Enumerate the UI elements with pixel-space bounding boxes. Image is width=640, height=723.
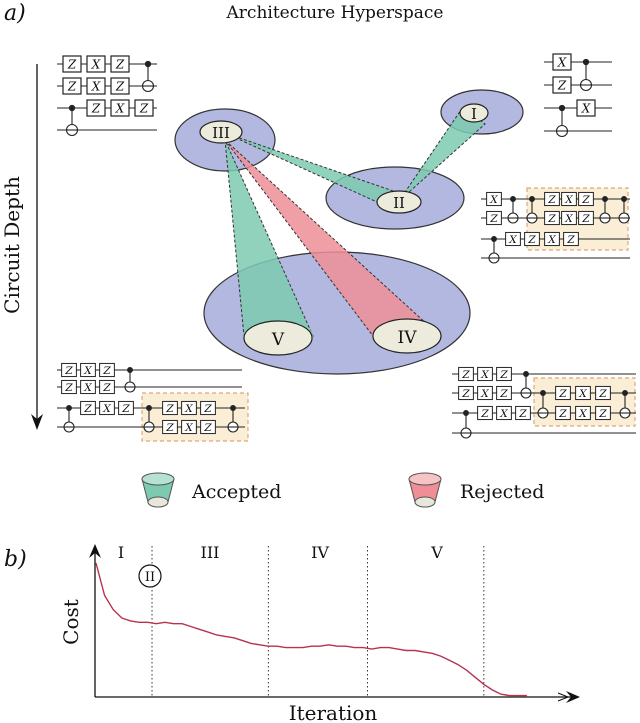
svg-text:Z: Z <box>115 80 125 94</box>
circuit-bottom-left <box>57 367 245 433</box>
svg-text:X: X <box>564 194 573 206</box>
svg-text:X: X <box>557 56 567 70</box>
phase-label-IV: IV <box>311 543 329 562</box>
svg-text:Z: Z <box>64 365 73 377</box>
svg-text:Z: Z <box>461 369 470 381</box>
svg-text:X: X <box>91 80 101 94</box>
svg-text:Z: Z <box>139 102 149 116</box>
svg-text:Z: Z <box>102 365 111 377</box>
svg-text:I: I <box>471 105 477 123</box>
svg-text:Z: Z <box>518 408 527 420</box>
circuit-top-left-gates: Z X Z Z X Z Z X Z <box>62 55 154 117</box>
node-IV: IV <box>372 318 442 354</box>
svg-text:IV: IV <box>398 328 418 348</box>
svg-text:Z: Z <box>489 213 498 225</box>
svg-text:Z: Z <box>598 388 607 400</box>
svg-text:Z: Z <box>203 422 212 434</box>
phase-label-V: V <box>430 543 443 562</box>
svg-text:Z: Z <box>558 388 567 400</box>
svg-text:II: II <box>145 570 155 585</box>
svg-text:X: X <box>547 234 556 246</box>
legend-accepted: Accepted <box>141 472 281 508</box>
circuit-mid-right-gates: X Z Z X Z Z X Z X Z X Z <box>486 191 594 247</box>
phase-boundaries <box>151 546 485 697</box>
circuit-bottom-right-gates: Z X Z Z X Z Z X Z Z X Z Z X Z <box>458 366 611 421</box>
rejected-label: Rejected <box>460 481 544 503</box>
svg-text:Z: Z <box>461 388 470 400</box>
svg-text:Z: Z <box>203 403 212 415</box>
svg-text:Z: Z <box>121 403 130 415</box>
svg-text:X: X <box>102 403 111 415</box>
circuit-top-right-gates: X Z X <box>552 53 596 117</box>
svg-text:X: X <box>578 388 587 400</box>
svg-text:X: X <box>581 102 591 116</box>
y-axis-label: Cost <box>59 599 83 645</box>
svg-text:X: X <box>480 369 489 381</box>
panel-b-label: b) <box>4 547 27 572</box>
svg-text:X: X <box>508 234 517 246</box>
circuit-bottom-right <box>452 371 636 439</box>
circuit-depth-label: Circuit Depth <box>0 176 24 314</box>
x-axis-label: Iteration <box>289 701 378 723</box>
accepted-label: Accepted <box>191 481 281 503</box>
svg-text:X: X <box>91 58 101 72</box>
svg-text:Z: Z <box>102 382 111 394</box>
svg-text:Z: Z <box>527 234 536 246</box>
svg-text:X: X <box>564 213 573 225</box>
svg-text:Z: Z <box>557 79 567 93</box>
svg-text:II: II <box>393 194 405 212</box>
phase-label-III: III <box>201 543 220 562</box>
svg-text:X: X <box>83 382 92 394</box>
cone-III-to-II <box>224 132 400 213</box>
node-III: III <box>199 120 243 144</box>
svg-text:Z: Z <box>566 234 575 246</box>
svg-text:Z: Z <box>581 213 590 225</box>
svg-text:X: X <box>115 102 125 116</box>
svg-text:X: X <box>83 365 92 377</box>
cost-curve <box>95 562 527 697</box>
panel-a-label: a) <box>4 1 26 26</box>
svg-text:Z: Z <box>83 403 92 415</box>
svg-text:X: X <box>184 422 193 434</box>
svg-text:X: X <box>480 388 489 400</box>
phase-label-I: I <box>118 543 124 562</box>
svg-text:Z: Z <box>165 422 174 434</box>
circuit-depth-axis: Circuit Depth <box>0 64 43 430</box>
svg-text:III: III <box>212 124 230 142</box>
svg-text:Z: Z <box>558 408 567 420</box>
circuit-top-right <box>544 58 612 138</box>
svg-text:Z: Z <box>165 403 174 415</box>
svg-text:X: X <box>499 408 508 420</box>
svg-text:Z: Z <box>547 194 556 206</box>
circuit-mid-right <box>481 196 630 264</box>
marker-II: II <box>138 564 162 588</box>
cone-III-to-IV <box>224 139 442 337</box>
node-II: II <box>376 190 422 214</box>
circuit-bottom-left-gates: Z X Z Z X Z Z X Z Z X Z Z X Z <box>61 362 216 435</box>
svg-text:Z: Z <box>67 58 77 72</box>
node-I: I <box>459 103 489 123</box>
svg-text:Z: Z <box>499 388 508 400</box>
svg-text:Z: Z <box>581 194 590 206</box>
svg-text:Z: Z <box>91 102 101 116</box>
svg-text:Z: Z <box>64 382 73 394</box>
hyperspace-title: Architecture Hyperspace <box>226 3 444 23</box>
svg-text:Z: Z <box>67 80 77 94</box>
svg-text:Z: Z <box>480 408 489 420</box>
svg-text:Z: Z <box>598 408 607 420</box>
svg-text:X: X <box>489 194 498 206</box>
cost-axes <box>89 544 580 703</box>
svg-text:X: X <box>184 403 193 415</box>
svg-text:Z: Z <box>115 58 125 72</box>
svg-text:Z: Z <box>499 369 508 381</box>
svg-text:X: X <box>578 408 587 420</box>
svg-text:Z: Z <box>547 213 556 225</box>
svg-text:V: V <box>271 330 285 350</box>
legend-rejected: Rejected <box>408 472 544 508</box>
node-V: V <box>243 320 313 356</box>
